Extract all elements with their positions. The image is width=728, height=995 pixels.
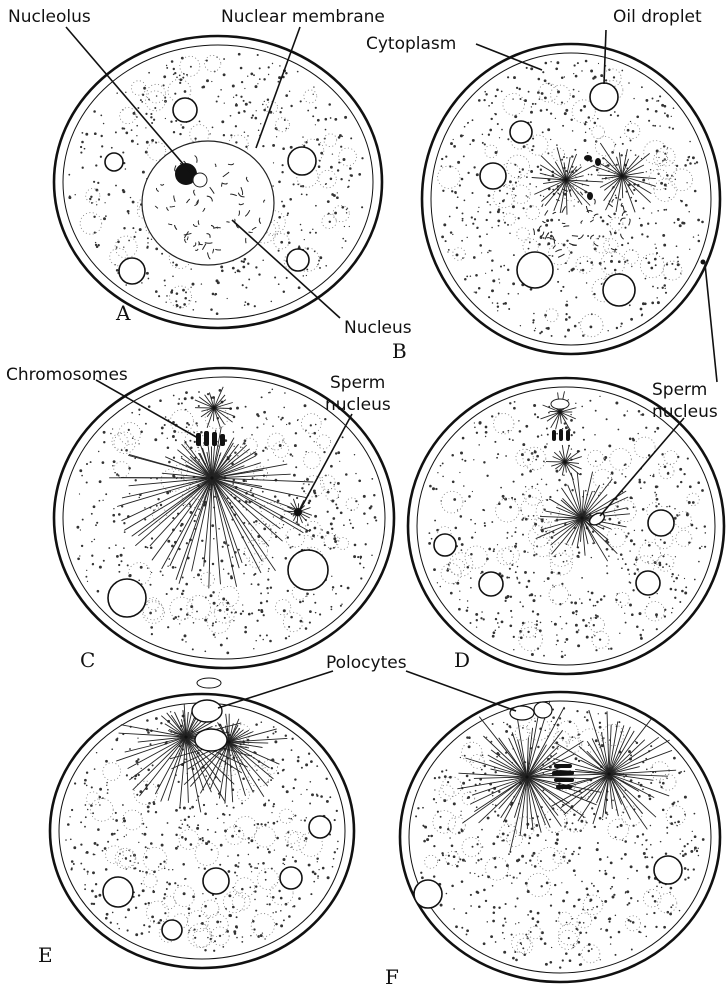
label-sperm-c-line1: Sperm <box>330 373 385 393</box>
leader-cytoplasm <box>476 44 542 70</box>
cell-b-oil-droplet <box>480 163 506 189</box>
leader-polocytes-e <box>218 671 333 708</box>
cell-a-nucleolus-vacuole <box>193 173 207 187</box>
cell-a-oil-droplet <box>119 258 145 284</box>
cell-e-oil-droplet <box>162 920 182 940</box>
cell-e <box>50 678 354 968</box>
leader-nucleolus <box>66 27 190 172</box>
label-nuclear-membrane: Nuclear membrane <box>221 7 385 27</box>
panel-letter-c: C <box>80 648 95 672</box>
leader-chromosomes <box>96 380 198 438</box>
panel-letter-d: D <box>454 648 470 672</box>
label-sperm-d-line1: Sperm <box>652 380 707 400</box>
leader-polocytes-f <box>406 671 516 711</box>
cell-b-outer-wall <box>422 44 720 354</box>
cell-b-inner-wall <box>431 53 711 345</box>
cell-e-pronucleus <box>192 700 222 722</box>
cell-d-polocyte <box>551 399 569 409</box>
label-sperm-c-line2: nucleus <box>325 395 391 415</box>
cell-e-oil-droplet <box>309 816 331 838</box>
cell-f-aster-right <box>540 710 676 829</box>
cell-b-chromosome <box>587 192 593 200</box>
cell-a <box>54 36 382 328</box>
panel-letter-f: F <box>385 965 399 989</box>
cell-d-polar-aster <box>541 391 577 429</box>
cell-b-chromosome <box>584 155 592 161</box>
panel-letter-b: B <box>392 339 407 363</box>
cell-d-oil-droplet <box>479 572 503 596</box>
leader-sperm-nucleus-b <box>705 264 717 382</box>
cell-d-main-aster <box>536 472 630 562</box>
cell-d-chromosomes <box>552 429 570 441</box>
cell-c-polar-aster <box>195 387 235 428</box>
cell-f-oil-droplet <box>414 880 442 908</box>
cell-e-polocyte <box>197 678 221 688</box>
label-oil-droplet: Oil droplet <box>613 7 702 27</box>
label-cytoplasm: Cytoplasm <box>366 34 456 54</box>
cell-b-oil-droplet <box>603 274 635 306</box>
cell-b-oil-droplet <box>510 121 532 143</box>
cell-a-oil-droplet <box>105 153 123 171</box>
cell-f-oil-droplet <box>654 856 682 884</box>
label-chromosomes: Chromosomes <box>6 365 128 385</box>
cell-b <box>422 44 720 354</box>
cell-b-chromatin <box>533 189 630 258</box>
cell-f-polocyte <box>534 702 552 718</box>
cell-e-pronucleus <box>195 729 227 751</box>
cell-b-cytoplasm <box>438 60 704 338</box>
cell-a-nucleus <box>142 141 274 265</box>
cell-f-outer-wall <box>400 692 720 982</box>
cell-d-oil-droplet <box>648 510 674 536</box>
cell-a-oil-droplet <box>173 98 197 122</box>
panel-letter-e: E <box>38 943 53 967</box>
cell-d-oil-droplet <box>636 571 660 595</box>
cell-e-oil-droplet <box>280 867 302 889</box>
cell-c-oil-droplet <box>288 550 328 590</box>
panel-letter-a: A <box>115 301 131 325</box>
leader-oil-droplet <box>604 30 606 84</box>
cell-a-oil-droplet <box>288 147 316 175</box>
cell-d <box>408 378 724 674</box>
cell-f <box>400 692 720 982</box>
cell-f-aster-left <box>457 701 601 852</box>
cell-e-oil-droplet <box>103 877 133 907</box>
cell-b-oil-droplet <box>590 83 618 111</box>
cell-b-chromosome <box>595 158 601 166</box>
cell-b-oil-droplet <box>517 252 553 288</box>
cell-b-sperm-nucleus <box>701 260 706 265</box>
cell-b-aster-right <box>593 143 656 212</box>
cell-a-oil-droplet <box>287 249 309 271</box>
label-nucleolus: Nucleolus <box>8 7 91 27</box>
cell-c-oil-droplet <box>108 579 146 617</box>
label-sperm-d-line2: nucleus <box>652 402 718 422</box>
cell-f-cytoplasm <box>415 707 704 968</box>
label-nucleus: Nucleus <box>344 318 412 338</box>
cell-d-oil-droplet <box>434 534 456 556</box>
cell-e-oil-droplet <box>203 868 229 894</box>
cell-f-polocyte <box>510 706 534 720</box>
label-polocytes: Polocytes <box>326 653 407 673</box>
